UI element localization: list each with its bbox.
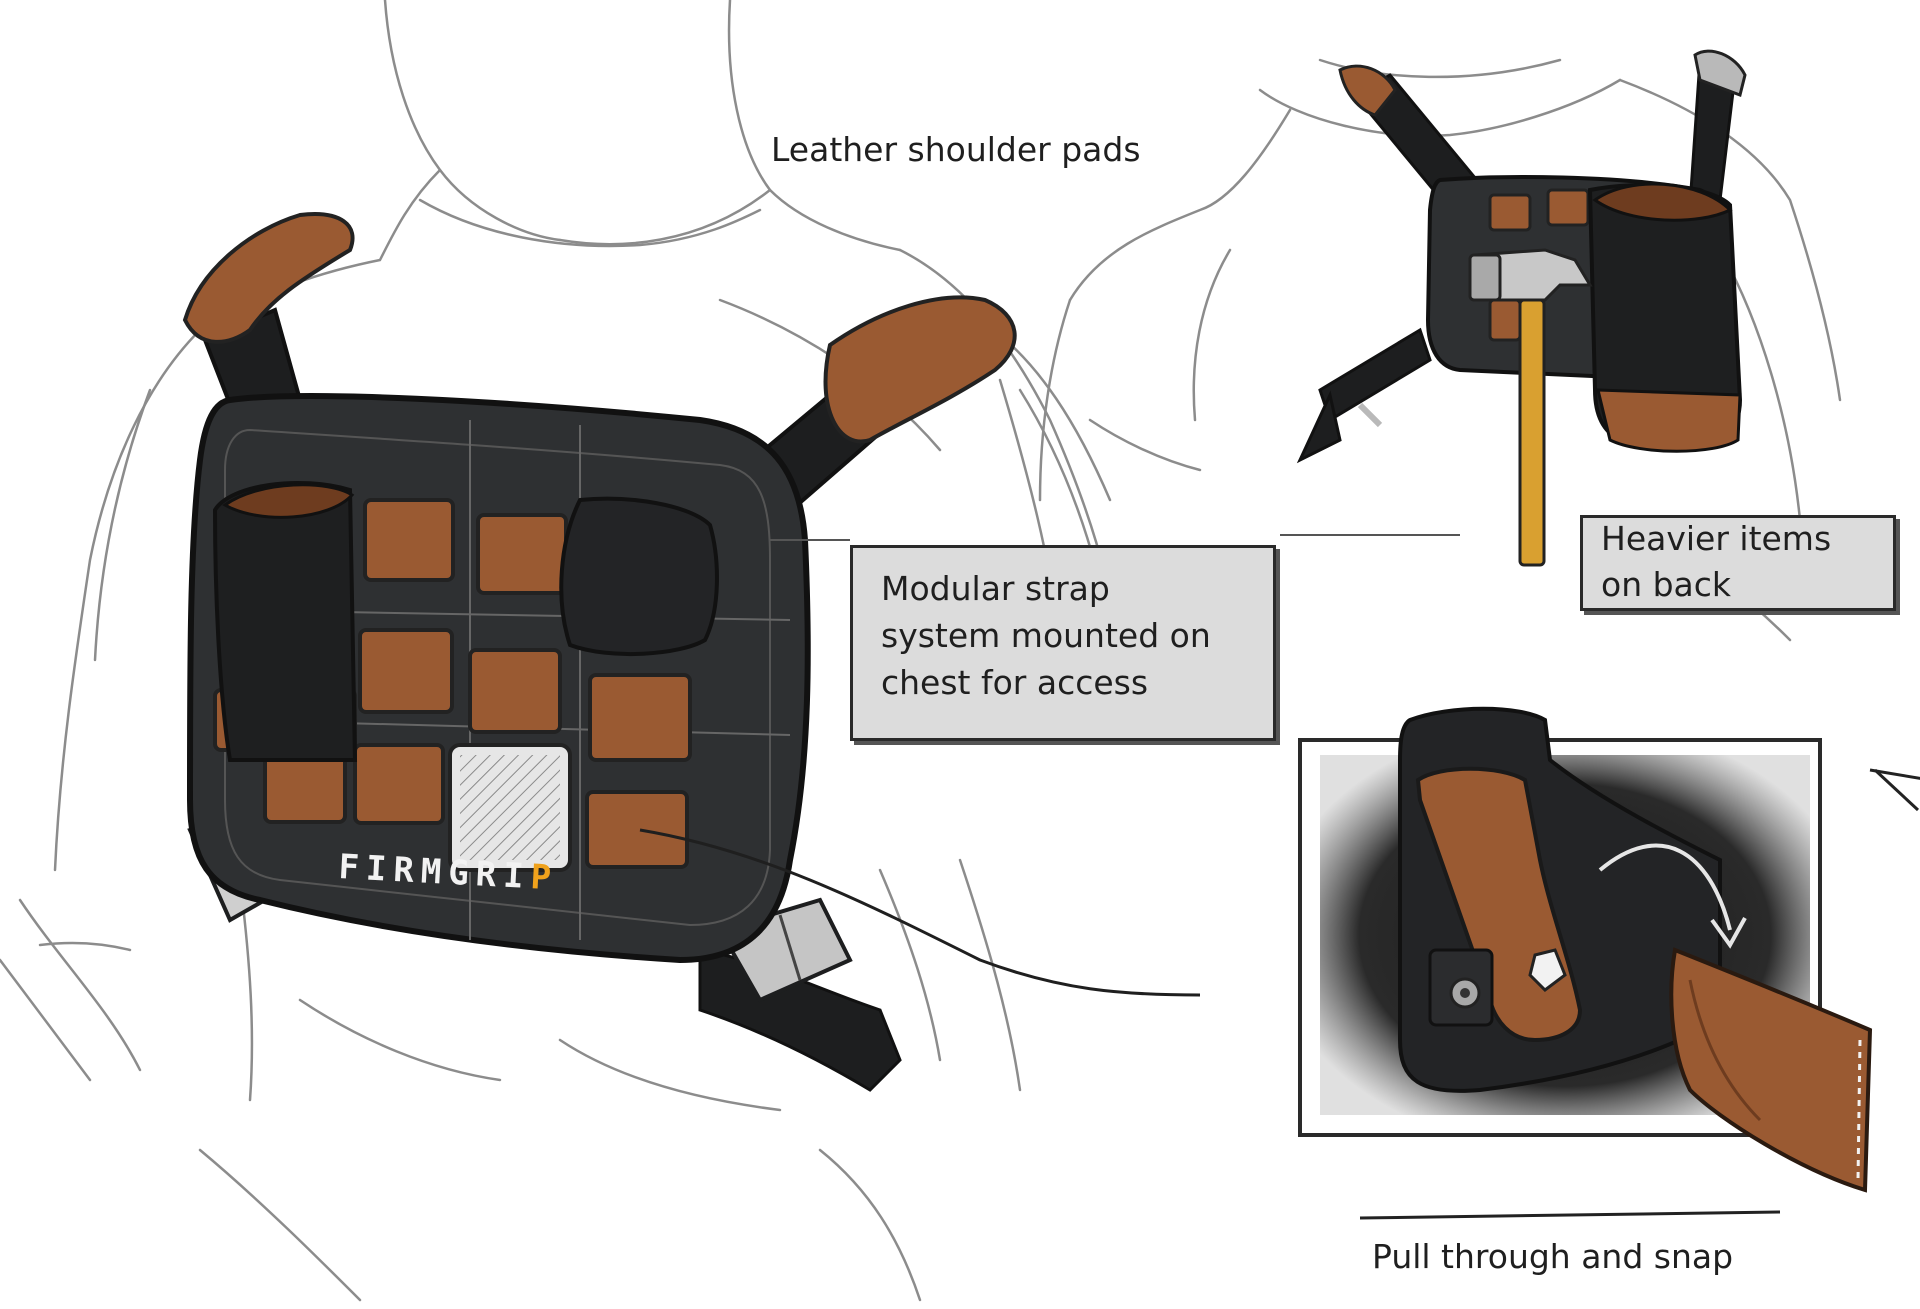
callout-modular-line3: chest for access xyxy=(881,663,1149,702)
figure-outline xyxy=(0,0,1122,1302)
left-pouch xyxy=(212,480,358,762)
callout-heavier-items: Heavier items on back xyxy=(1580,515,1896,611)
leader-line xyxy=(639,828,1201,997)
brand-name: FIRMGRIP xyxy=(338,847,560,898)
callout-modular-line1: Modular strap xyxy=(881,569,1110,608)
callout-heavier-line1: Heavier items xyxy=(1601,519,1832,558)
callout-heavier-line2: on back xyxy=(1601,565,1732,604)
right-pouch xyxy=(559,496,719,657)
brand-logo: FIRMGRIP xyxy=(338,847,560,898)
label-shoulder-pads: Leather shoulder pads xyxy=(771,130,1141,169)
label-pull-through: Pull through and snap xyxy=(1372,1237,1734,1276)
callout-connectors xyxy=(770,534,1460,541)
callout-modular-strap: Modular strap system mounted on chest fo… xyxy=(850,545,1276,741)
snap-detail xyxy=(1298,706,1920,1220)
id-patch xyxy=(448,743,572,872)
callout-modular-line2: system mounted on xyxy=(881,616,1211,655)
back-view-rig xyxy=(1296,49,1747,567)
